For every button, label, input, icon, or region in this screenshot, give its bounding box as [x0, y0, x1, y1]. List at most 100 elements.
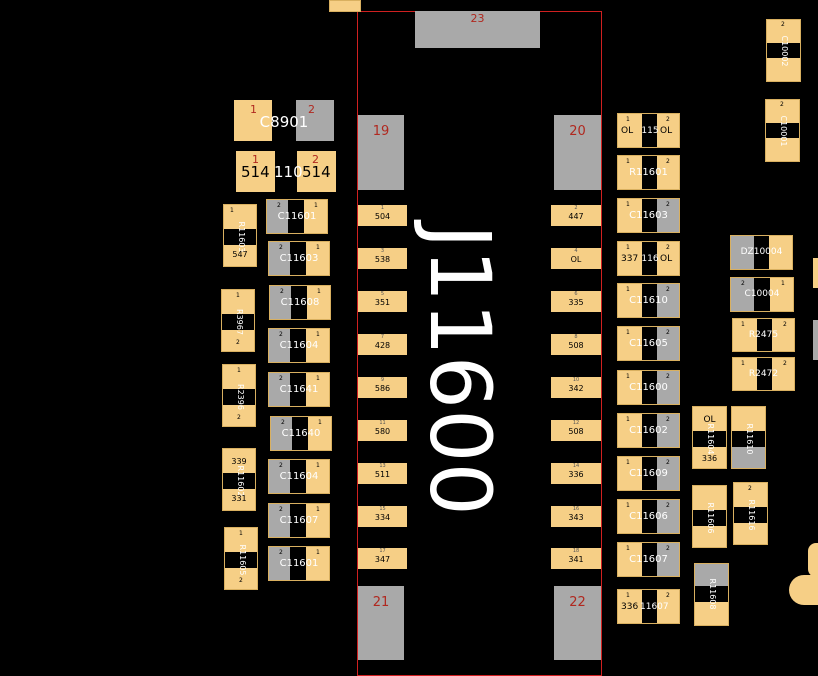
pad-2[interactable]	[657, 199, 679, 232]
edge-component-1[interactable]	[808, 543, 818, 577]
resistor-r11605[interactable]: 1 R11605 2	[224, 527, 258, 590]
pad-1[interactable]	[304, 200, 327, 233]
pad-2[interactable]	[695, 602, 728, 625]
pad-2[interactable]	[296, 100, 334, 141]
pad-1[interactable]	[618, 327, 642, 360]
pad-2[interactable]	[269, 547, 290, 580]
resistor-r11616[interactable]: 2 R11616	[733, 482, 768, 545]
pad-1[interactable]	[306, 242, 329, 275]
capacitor-c10004[interactable]: 2 1 C10004	[730, 277, 794, 312]
resistor-r11603[interactable]: 1 R11603 547	[223, 204, 257, 267]
pad-2[interactable]	[657, 543, 679, 576]
pad-1[interactable]	[618, 414, 642, 447]
pad-2[interactable]	[769, 236, 792, 269]
pad-1[interactable]	[306, 373, 329, 406]
pad-2[interactable]	[269, 242, 290, 275]
pad-1[interactable]	[306, 329, 329, 362]
pad-1[interactable]	[618, 500, 642, 533]
pad-1[interactable]	[306, 504, 329, 537]
capacitor-c8901[interactable]: 1 2 C8901	[234, 100, 334, 141]
pad-1[interactable]	[695, 564, 728, 586]
top-edge-component[interactable]	[329, 0, 361, 12]
resistor-r11610[interactable]: R11610	[731, 406, 766, 469]
resistor-r2396[interactable]: 1 R2396 2	[222, 364, 256, 427]
resistor-r3967[interactable]: 1 R3967 2	[221, 289, 255, 352]
pad-1[interactable]	[308, 417, 331, 450]
pad-1[interactable]	[732, 407, 765, 431]
pad-2[interactable]	[657, 327, 679, 360]
pad-1[interactable]	[618, 199, 642, 232]
pad-2[interactable]	[657, 371, 679, 404]
connector-pad-21[interactable]: 21	[358, 586, 404, 660]
pad-1[interactable]	[731, 236, 754, 269]
pad-1[interactable]	[618, 114, 642, 147]
pad-2[interactable]	[657, 457, 679, 490]
edge-component-2[interactable]	[789, 575, 818, 605]
pad-2[interactable]	[269, 329, 290, 362]
pad-1[interactable]	[234, 100, 272, 141]
connector-pad-19[interactable]: 19	[358, 115, 404, 190]
resistor-r11602[interactable]: 339 R11602 331	[222, 448, 256, 511]
pad-1[interactable]	[770, 278, 793, 311]
connector-pad-22[interactable]: 22	[554, 586, 601, 660]
pad-1[interactable]	[618, 156, 642, 189]
pad-2[interactable]	[732, 447, 765, 468]
pad-2[interactable]	[269, 373, 290, 406]
resistor-r11604[interactable]: OL R11604 336	[692, 406, 727, 469]
pad-2[interactable]	[270, 286, 291, 319]
pad-2[interactable]	[657, 500, 679, 533]
pad-2[interactable]	[269, 504, 290, 537]
capacitor-c10002[interactable]: 2 C10002	[766, 19, 801, 82]
diode-dz10004[interactable]: DZ10004	[730, 235, 793, 270]
pad-1[interactable]	[306, 460, 329, 493]
pad-2[interactable]	[267, 200, 288, 233]
pad-2[interactable]	[657, 284, 679, 317]
pad-2[interactable]	[731, 278, 754, 311]
pad-1[interactable]	[236, 151, 275, 192]
pad-2[interactable]	[657, 242, 679, 275]
pad-1[interactable]	[618, 543, 642, 576]
resistor-r11608[interactable]: R11608	[694, 563, 729, 626]
pad-1[interactable]	[618, 242, 642, 275]
pad-2[interactable]	[269, 460, 290, 493]
pad-2[interactable]	[657, 114, 679, 147]
resistor-110[interactable]: 1 2 514 110 514	[236, 151, 336, 192]
resistor-r2475[interactable]: 1 2 R2475	[732, 318, 795, 352]
pad-1[interactable]	[618, 590, 642, 623]
pad-2[interactable]	[297, 151, 336, 192]
pad-1[interactable]	[618, 457, 642, 490]
pad-2[interactable]	[657, 590, 679, 623]
connector-pad-23[interactable]: 23	[415, 11, 540, 48]
pad-2[interactable]	[271, 417, 292, 450]
pad-2[interactable]	[657, 156, 679, 189]
